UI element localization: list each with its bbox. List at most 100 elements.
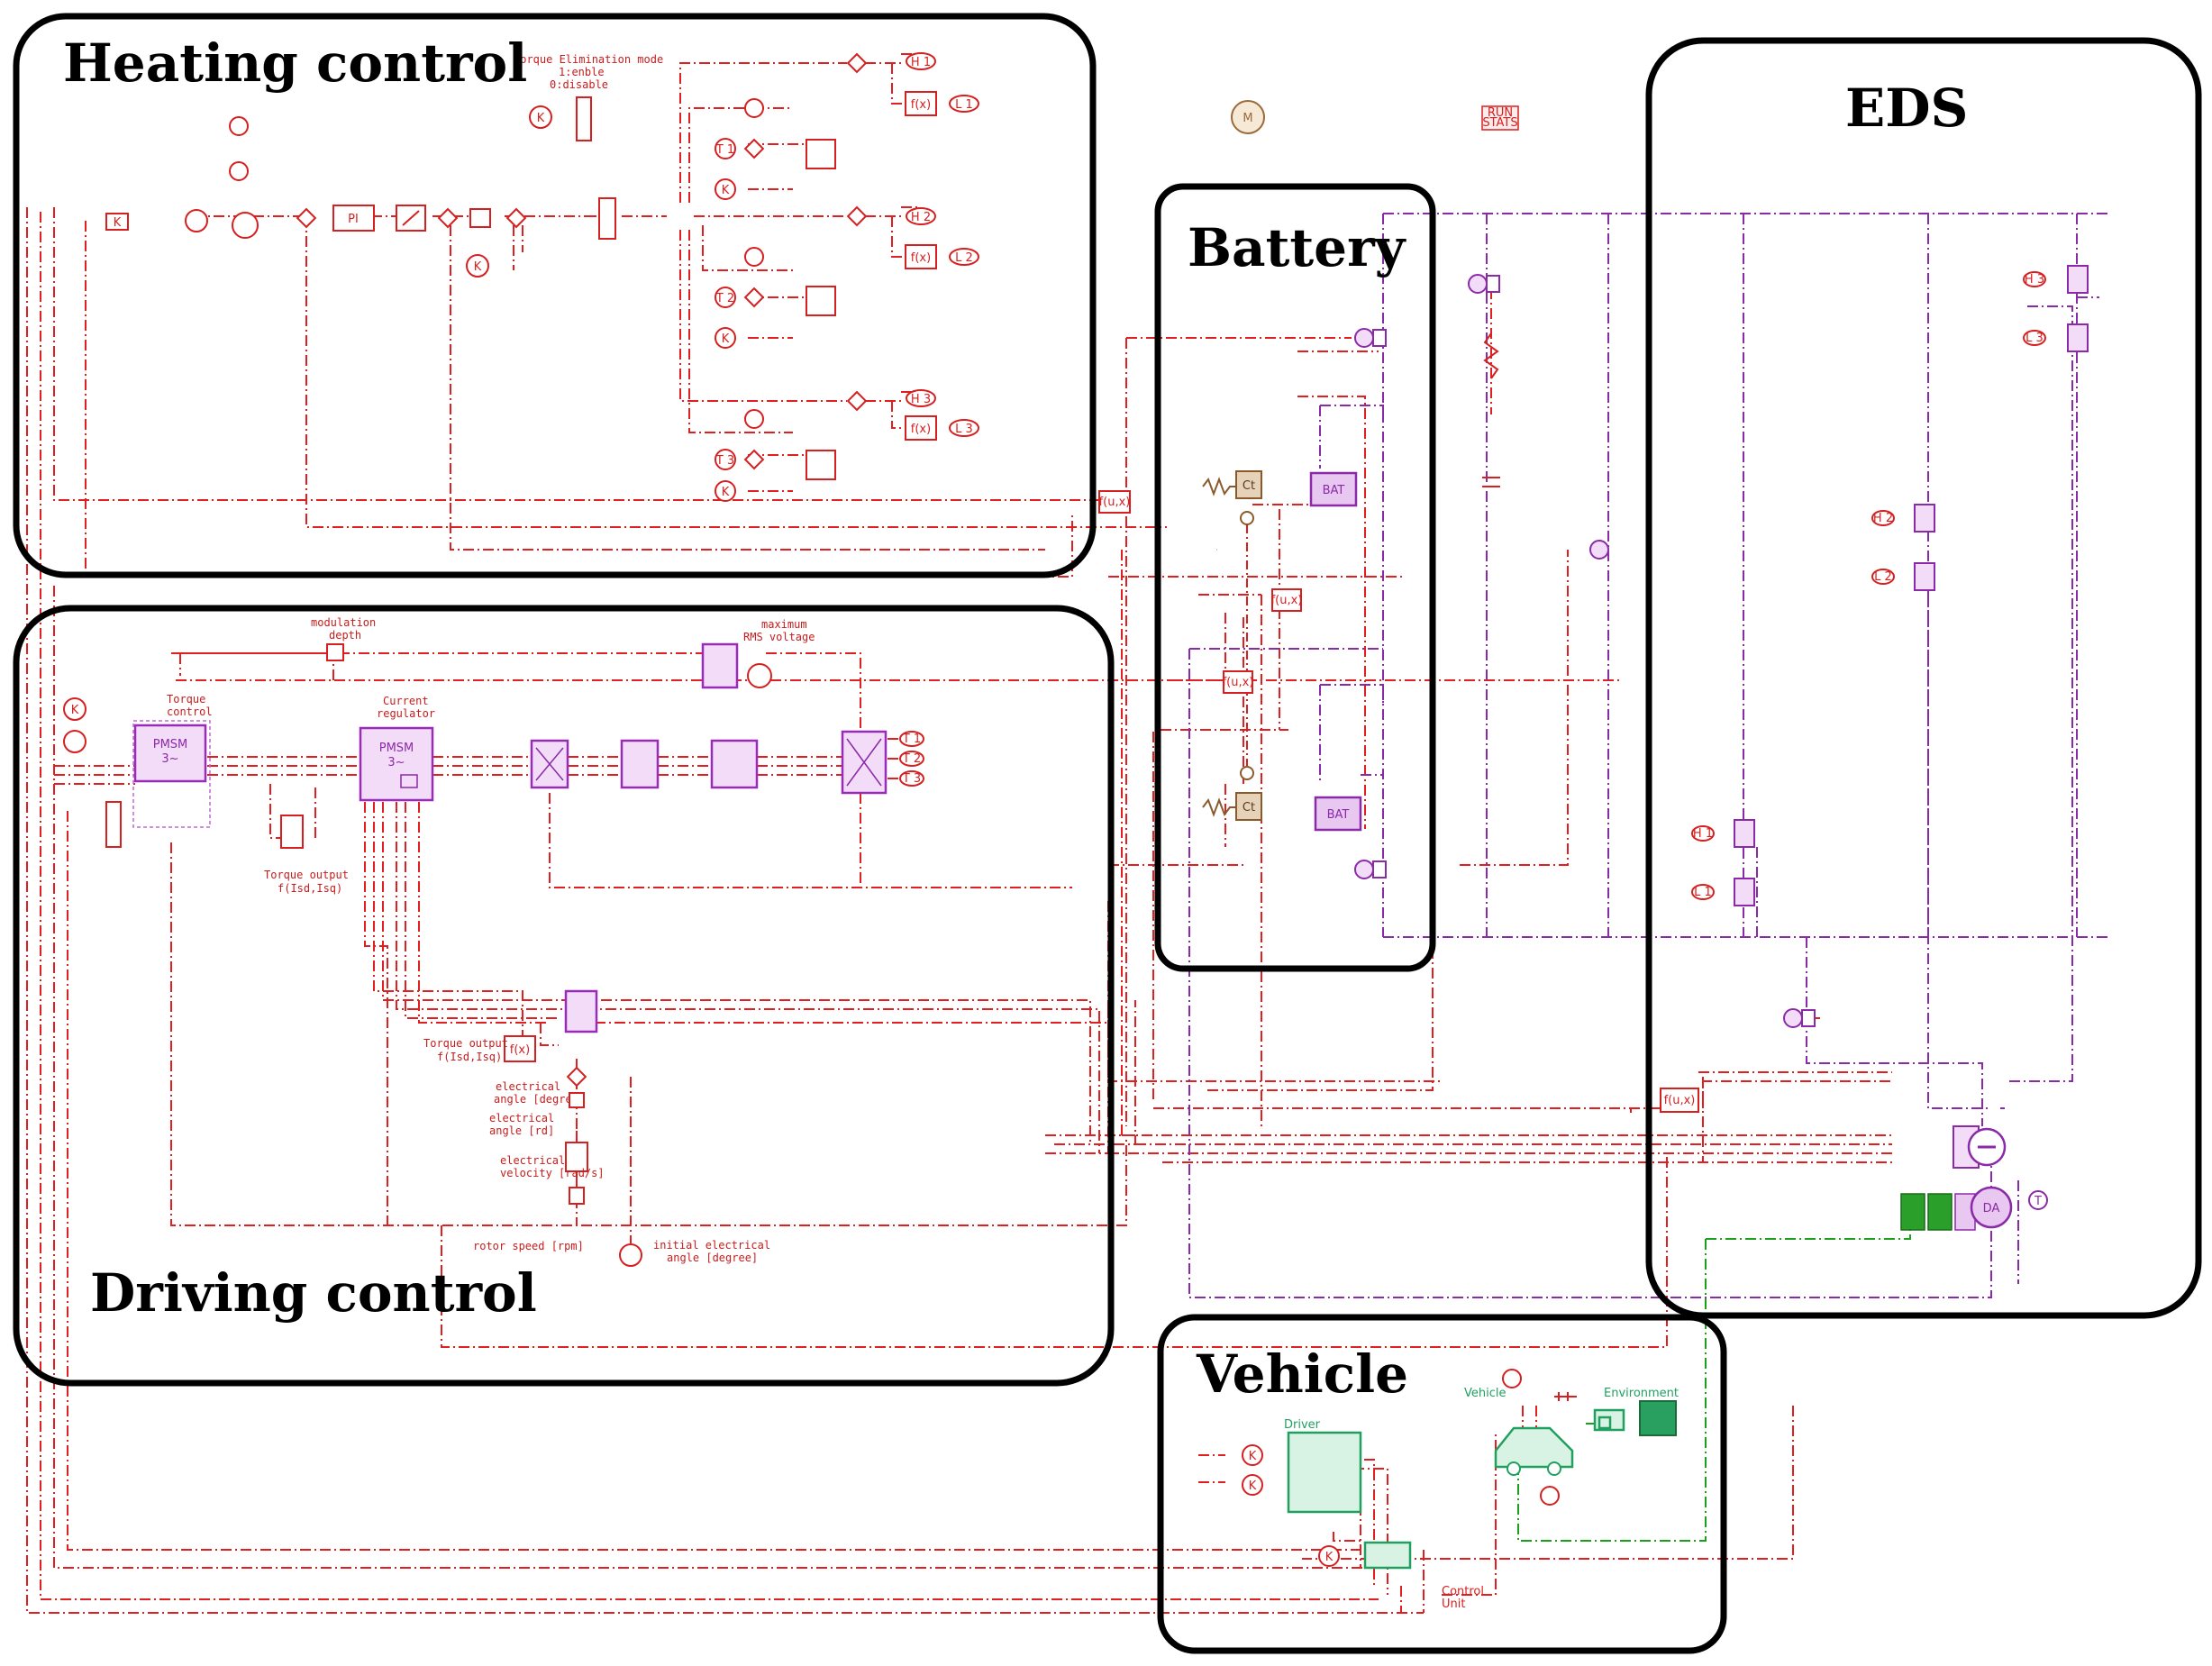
t1-source-icon[interactable] bbox=[715, 138, 736, 159]
sum-node-2[interactable] bbox=[437, 207, 459, 229]
temp-output-icon[interactable] bbox=[2028, 1190, 2048, 1210]
sum-node[interactable] bbox=[296, 207, 317, 229]
sum-node-7[interactable] bbox=[846, 205, 868, 227]
driver-k1-icon[interactable] bbox=[1242, 1444, 1263, 1466]
init-angle-source-icon[interactable] bbox=[619, 1243, 642, 1267]
probe-box-4[interactable] bbox=[1801, 1009, 1816, 1027]
probe-box-2[interactable] bbox=[1372, 860, 1387, 879]
motor-icon[interactable] bbox=[1231, 100, 1265, 134]
transform-block-2[interactable] bbox=[620, 739, 660, 789]
torque-output-block-2[interactable] bbox=[504, 1035, 536, 1062]
driver-block[interactable] bbox=[1287, 1431, 1362, 1514]
gauge-source-icon[interactable] bbox=[63, 730, 86, 753]
voltage-probe-2-icon[interactable] bbox=[1354, 860, 1374, 879]
switch-block-1[interactable] bbox=[806, 139, 836, 169]
constant-k-2-icon[interactable] bbox=[466, 254, 489, 278]
l2-gate-icon[interactable] bbox=[1871, 569, 1895, 585]
environment-block[interactable] bbox=[1639, 1400, 1677, 1436]
sum-node-8[interactable] bbox=[743, 449, 765, 470]
fx-block-2[interactable] bbox=[905, 244, 937, 269]
l1-output-icon[interactable] bbox=[949, 95, 979, 113]
igbt-l3-switch[interactable] bbox=[2067, 323, 2089, 352]
h2-gate-icon[interactable] bbox=[1871, 510, 1895, 526]
dc-voltage-probe-icon[interactable] bbox=[1589, 540, 1609, 560]
angle-deg-block[interactable] bbox=[569, 1092, 585, 1108]
h1-output-icon[interactable] bbox=[906, 52, 936, 70]
control-unit-block[interactable] bbox=[1363, 1541, 1412, 1570]
gear-block-1[interactable] bbox=[1900, 1193, 1925, 1231]
vehicle-source-icon[interactable] bbox=[1502, 1369, 1522, 1388]
angle-transform-block[interactable] bbox=[564, 989, 598, 1033]
igbt-l2-switch[interactable] bbox=[1914, 562, 1935, 591]
sum-node-6[interactable] bbox=[743, 287, 765, 308]
battery-cell-1[interactable] bbox=[1309, 471, 1358, 507]
sensor-source-icon[interactable] bbox=[229, 161, 249, 181]
gear-block-2[interactable] bbox=[1927, 1193, 1953, 1231]
mode-k-icon[interactable] bbox=[529, 105, 552, 129]
h1-gate-icon[interactable] bbox=[1691, 825, 1715, 842]
pmsm-torque-control-block[interactable] bbox=[133, 724, 207, 783]
mode-selector-block[interactable] bbox=[576, 96, 592, 141]
temp-sensor-2-icon[interactable] bbox=[1240, 766, 1254, 780]
l1-gate-icon[interactable] bbox=[1691, 884, 1715, 900]
probe-box-3[interactable] bbox=[1486, 275, 1500, 293]
vehicle-car-icon[interactable] bbox=[1494, 1426, 1574, 1469]
sum-node-9[interactable] bbox=[846, 390, 868, 412]
k-source-1-icon[interactable] bbox=[715, 178, 736, 200]
thermal-ct-1[interactable] bbox=[1235, 470, 1262, 499]
pi-controller-block[interactable] bbox=[332, 205, 375, 232]
vel-gain-block[interactable] bbox=[569, 1187, 585, 1205]
fuxy-block-1[interactable] bbox=[1098, 490, 1131, 514]
pmsm-current-regulator-block[interactable] bbox=[359, 726, 434, 802]
l3-output-icon[interactable] bbox=[949, 419, 979, 437]
run-stats-block[interactable] bbox=[1481, 105, 1519, 131]
ref-source-2-icon[interactable] bbox=[744, 247, 764, 267]
vehicle-temp-source-icon[interactable] bbox=[1540, 1486, 1560, 1506]
fuxy-block-4[interactable] bbox=[1660, 1088, 1699, 1113]
current-sensor-icon[interactable] bbox=[185, 209, 208, 232]
rms-source-icon[interactable] bbox=[747, 663, 772, 688]
integrator-block[interactable] bbox=[565, 1142, 588, 1172]
voltage-probe-1-icon[interactable] bbox=[1354, 328, 1374, 348]
t3-output-icon[interactable] bbox=[899, 770, 924, 787]
speed-source-icon[interactable] bbox=[63, 697, 86, 721]
switch-block-3[interactable] bbox=[806, 450, 836, 480]
driver-k2-icon[interactable] bbox=[1242, 1474, 1263, 1496]
demux-block[interactable] bbox=[598, 197, 616, 240]
input-mux-block[interactable] bbox=[105, 801, 122, 848]
t2-output-icon[interactable] bbox=[899, 751, 924, 767]
rms-limit-block[interactable] bbox=[701, 642, 739, 689]
t2-source-icon[interactable] bbox=[715, 287, 736, 308]
h3-gate-icon[interactable] bbox=[2023, 271, 2046, 287]
constant-k-block[interactable] bbox=[105, 213, 129, 231]
gain-block[interactable] bbox=[469, 208, 491, 228]
probe-box-1[interactable] bbox=[1372, 329, 1387, 347]
current-probe-icon[interactable] bbox=[1468, 274, 1488, 294]
vehicle-small-block[interactable] bbox=[1598, 1416, 1612, 1430]
l2-output-icon[interactable] bbox=[949, 248, 979, 266]
igbt-h1-switch[interactable] bbox=[1734, 819, 1755, 848]
igbt-l1-switch[interactable] bbox=[1734, 878, 1755, 906]
heater-element-icon[interactable] bbox=[232, 212, 259, 239]
modulation-depth-block[interactable] bbox=[326, 643, 344, 661]
ref-source-3-icon[interactable] bbox=[744, 409, 764, 429]
fuxy-block-2[interactable] bbox=[1271, 588, 1302, 612]
h2-output-icon[interactable] bbox=[906, 207, 936, 225]
t3-source-icon[interactable] bbox=[715, 449, 736, 470]
ref-source-1-icon[interactable] bbox=[744, 98, 764, 118]
switch-block-2[interactable] bbox=[806, 286, 836, 316]
current-probe-2-icon[interactable] bbox=[1783, 1008, 1803, 1028]
da-machine-icon[interactable] bbox=[1970, 1186, 2013, 1229]
sum-node-3[interactable] bbox=[505, 207, 527, 229]
k-source-2-icon[interactable] bbox=[715, 327, 736, 349]
vehicle-k-icon[interactable] bbox=[1318, 1545, 1340, 1567]
fx-block-1[interactable] bbox=[905, 91, 937, 116]
torque-output-block-1[interactable] bbox=[280, 815, 304, 849]
h3-output-icon[interactable] bbox=[906, 389, 936, 407]
l3-gate-icon[interactable] bbox=[2023, 330, 2046, 346]
igbt-h2-switch[interactable] bbox=[1914, 504, 1935, 533]
transform-block-3[interactable] bbox=[710, 739, 759, 789]
t1-output-icon[interactable] bbox=[899, 731, 924, 747]
fx-block-3[interactable] bbox=[905, 415, 937, 441]
temp-sensor-1-icon[interactable] bbox=[1240, 511, 1254, 525]
